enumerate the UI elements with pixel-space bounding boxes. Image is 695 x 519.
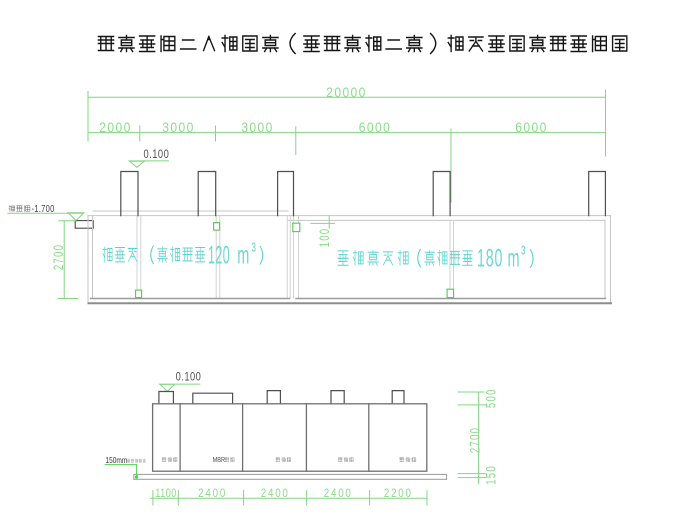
svg-text:2700: 2700 <box>50 244 66 270</box>
svg-text:20000: 20000 <box>326 84 367 100</box>
svg-text:1100: 1100 <box>155 487 177 501</box>
svg-text:MBR: MBR <box>213 457 226 465</box>
svg-text:180: 180 <box>477 245 503 272</box>
svg-text:0.100: 0.100 <box>176 371 202 384</box>
svg-text:150mm: 150mm <box>106 455 128 465</box>
svg-text:m: m <box>508 246 520 273</box>
svg-text:2700: 2700 <box>467 427 483 453</box>
svg-text:2400: 2400 <box>198 487 227 500</box>
svg-text:2400: 2400 <box>261 487 290 500</box>
svg-text:m: m <box>237 243 249 270</box>
svg-text:3000: 3000 <box>241 119 273 135</box>
svg-text:150: 150 <box>483 465 499 485</box>
svg-text:2400: 2400 <box>324 487 353 500</box>
svg-text:3: 3 <box>521 244 525 258</box>
svg-text:500: 500 <box>483 388 499 408</box>
svg-text:-1.700: -1.700 <box>32 203 55 214</box>
svg-text:2200: 2200 <box>384 487 413 500</box>
svg-text:2000: 2000 <box>99 119 131 135</box>
svg-text:6000: 6000 <box>515 119 547 135</box>
svg-text:3000: 3000 <box>162 119 194 135</box>
svg-text:0.100: 0.100 <box>144 148 170 161</box>
svg-text:6000: 6000 <box>359 119 391 135</box>
svg-text:100: 100 <box>316 228 332 248</box>
svg-text:120: 120 <box>208 242 230 270</box>
svg-text:3: 3 <box>252 241 256 255</box>
